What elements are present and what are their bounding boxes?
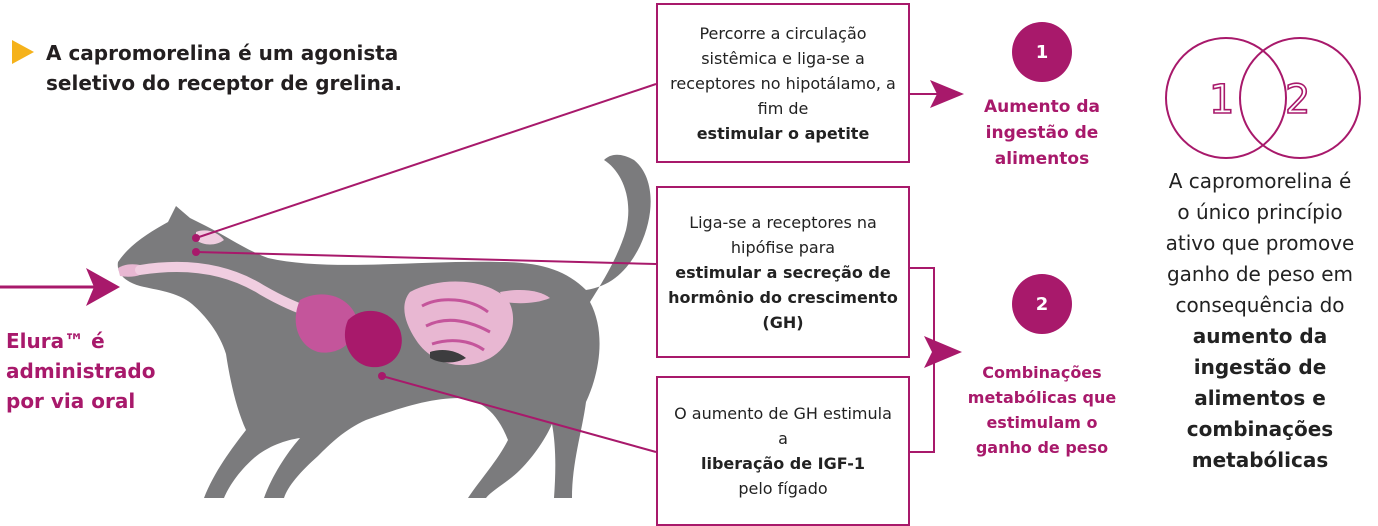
info-box-pituitary: Liga-se a receptores na hipófise para es… — [656, 186, 910, 358]
summary-bold: aumento da ingestão de alimentos e combi… — [1186, 324, 1334, 472]
info-box-hypothalamus: Percorre a circulação sistêmica e liga-s… — [656, 3, 910, 163]
headline: A capromorelina é um agonista seletivo d… — [46, 41, 402, 95]
box-after-text: pelo fígado — [738, 479, 828, 498]
venn-left-number: 1 — [1209, 77, 1234, 123]
cat-silhouette — [117, 154, 651, 498]
box-text: Liga-se a receptores na hipófise para — [689, 212, 877, 257]
box-bold-text: estimular a secreção de hormônio do cres… — [668, 262, 898, 332]
info-box-liver: O aumento de GH estimula a liberação de … — [656, 376, 910, 526]
input-arrow — [0, 268, 120, 306]
outcome-label: Aumento da ingestão de alimentos — [984, 97, 1100, 169]
venn-right-number: 2 — [1285, 77, 1310, 123]
outcome-label: Combinações metabólicas que estimulam o … — [967, 363, 1117, 457]
outcome-number-badge: 2 — [1012, 274, 1072, 334]
summary-text: A capromorelina é o único princípio ativ… — [1160, 166, 1360, 476]
box-text: O aumento de GH estimula a — [674, 404, 892, 448]
summary-regular: A capromorelina é o único princípio ativ… — [1165, 169, 1355, 317]
bullet-arrow-icon — [12, 40, 34, 64]
outcome-arrows — [910, 80, 964, 368]
outcome-number-badge: 1 — [1012, 22, 1072, 82]
box-bold-text: estimular o apetite — [696, 123, 870, 143]
box-text: Percorre a circulação sistêmica e liga-s… — [670, 23, 896, 118]
administration-label: Elura™ é administrado por via oral — [6, 329, 156, 413]
connector-lines — [192, 83, 935, 453]
box-bold-text: liberação de IGF-1 — [701, 454, 865, 473]
venn-diagram: 1 2 — [1165, 37, 1361, 159]
